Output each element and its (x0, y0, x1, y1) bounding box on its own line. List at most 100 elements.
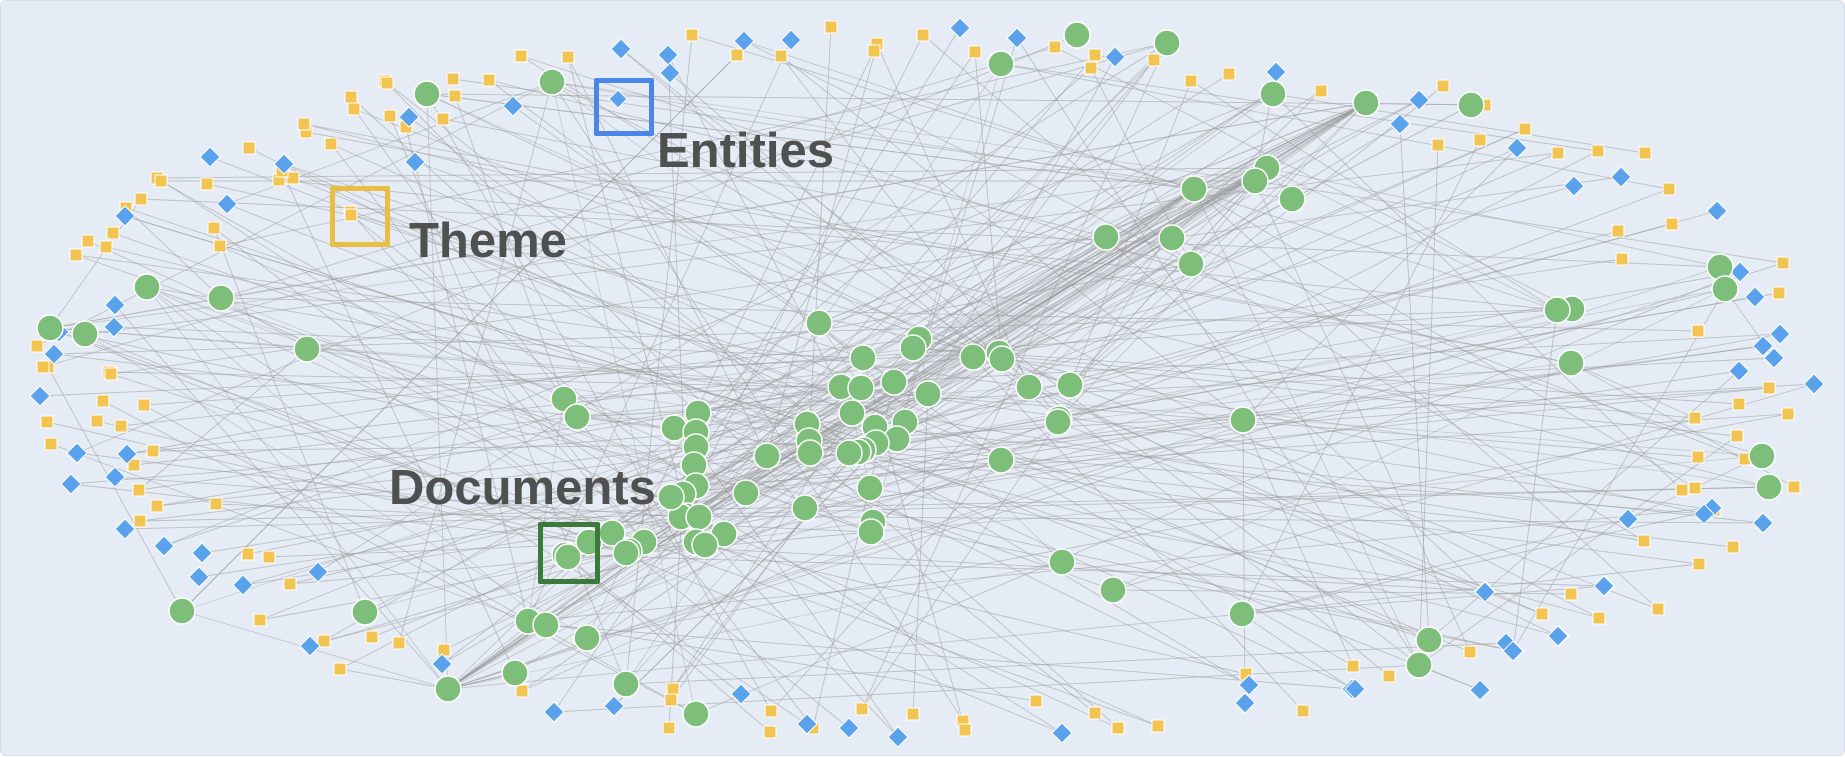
entity-node-icon[interactable] (43, 343, 65, 365)
document-node-icon[interactable] (1241, 167, 1269, 195)
entity-node-icon[interactable] (1344, 678, 1366, 700)
theme-node-icon[interactable] (207, 221, 221, 235)
entity-node-icon[interactable] (1728, 360, 1750, 382)
entity-node-icon[interactable] (1506, 137, 1528, 159)
theme-node-icon[interactable] (437, 643, 451, 657)
entity-node-icon[interactable] (1706, 200, 1728, 222)
theme-node-icon[interactable] (81, 234, 95, 248)
entity-node-icon[interactable] (114, 205, 136, 227)
entity-node-icon[interactable] (199, 146, 221, 168)
entity-node-icon[interactable] (103, 316, 125, 338)
theme-node-icon[interactable] (1463, 645, 1477, 659)
entity-node-icon[interactable] (114, 518, 136, 540)
theme-node-icon[interactable] (150, 499, 164, 513)
document-node-icon[interactable] (835, 439, 863, 467)
entity-node-icon[interactable] (1693, 503, 1715, 525)
entity-node-icon[interactable] (502, 95, 524, 117)
document-node-icon[interactable] (1259, 80, 1287, 108)
entity-node-icon[interactable] (887, 726, 909, 748)
theme-node-icon[interactable] (867, 44, 881, 58)
theme-node-icon[interactable] (1787, 480, 1801, 494)
document-node-icon[interactable] (207, 284, 235, 312)
document-node-icon[interactable] (753, 442, 781, 470)
entity-node-icon[interactable] (153, 535, 175, 557)
theme-node-icon[interactable] (1692, 557, 1706, 571)
document-node-icon[interactable] (1063, 21, 1091, 49)
theme-node-icon[interactable] (906, 707, 920, 721)
entity-node-icon[interactable] (232, 574, 254, 596)
theme-node-icon[interactable] (1592, 611, 1606, 625)
theme-node-icon[interactable] (40, 415, 54, 429)
theme-node-icon[interactable] (1688, 411, 1702, 425)
entity-node-icon[interactable] (1006, 27, 1028, 49)
document-node-icon[interactable] (856, 474, 884, 502)
theme-node-icon[interactable] (262, 550, 276, 564)
theme-node-icon[interactable] (392, 636, 406, 650)
theme-node-icon[interactable] (1222, 67, 1236, 81)
theme-node-icon[interactable] (242, 141, 256, 155)
theme-node-icon[interactable] (1296, 704, 1310, 718)
entity-node-icon[interactable] (1763, 347, 1785, 369)
document-node-icon[interactable] (847, 374, 875, 402)
document-node-icon[interactable] (682, 700, 710, 728)
theme-node-icon[interactable] (253, 613, 267, 627)
theme-node-icon[interactable] (1088, 706, 1102, 720)
theme-node-icon[interactable] (1637, 534, 1651, 548)
document-node-icon[interactable] (1044, 408, 1072, 436)
document-node-icon[interactable] (791, 494, 819, 522)
document-node-icon[interactable] (434, 675, 462, 703)
theme-node-icon[interactable] (137, 398, 151, 412)
document-node-icon[interactable] (563, 403, 591, 431)
theme-node-icon[interactable] (1382, 669, 1396, 683)
theme-node-icon[interactable] (317, 634, 331, 648)
theme-node-icon[interactable] (1518, 122, 1532, 136)
entity-node-icon[interactable] (273, 153, 295, 175)
document-node-icon[interactable] (1158, 224, 1186, 252)
entity-node-icon[interactable] (796, 713, 818, 735)
document-node-icon[interactable] (1543, 296, 1571, 324)
theme-node-icon[interactable] (1473, 133, 1487, 147)
entity-node-icon[interactable] (1563, 175, 1585, 197)
entity-node-icon[interactable] (1469, 679, 1491, 701)
entity-node-icon[interactable] (780, 29, 802, 51)
theme-node-icon[interactable] (154, 174, 168, 188)
document-node-icon[interactable] (732, 479, 760, 507)
entity-node-icon[interactable] (1238, 674, 1260, 696)
document-node-icon[interactable] (880, 368, 908, 396)
theme-node-icon[interactable] (824, 20, 838, 34)
theme-node-icon[interactable] (515, 684, 529, 698)
document-node-icon[interactable] (1177, 250, 1205, 278)
entity-node-icon[interactable] (1104, 46, 1126, 68)
document-node-icon[interactable] (413, 80, 441, 108)
theme-node-icon[interactable] (1730, 429, 1744, 443)
document-node-icon[interactable] (838, 399, 866, 427)
entity-node-icon[interactable] (603, 695, 625, 717)
theme-node-icon[interactable] (764, 704, 778, 718)
theme-node-icon[interactable] (1591, 144, 1605, 158)
theme-node-icon[interactable] (1688, 481, 1702, 495)
document-node-icon[interactable] (1228, 600, 1256, 628)
theme-node-icon[interactable] (446, 72, 460, 86)
theme-node-icon[interactable] (1564, 587, 1578, 601)
entity-node-icon[interactable] (1389, 113, 1411, 135)
entity-node-icon[interactable] (60, 473, 82, 495)
theme-node-icon[interactable] (30, 339, 44, 353)
document-node-icon[interactable] (351, 598, 379, 626)
theme-node-icon[interactable] (1029, 694, 1043, 708)
theme-node-icon[interactable] (44, 437, 58, 451)
entity-node-icon[interactable] (949, 17, 971, 39)
theme-node-icon[interactable] (1048, 40, 1062, 54)
theme-node-icon[interactable] (241, 547, 255, 561)
entity-node-icon[interactable] (610, 38, 632, 60)
theme-node-icon[interactable] (1551, 146, 1565, 160)
theme-node-icon[interactable] (1638, 146, 1652, 160)
entity-node-icon[interactable] (733, 30, 755, 52)
entity-node-icon[interactable] (404, 151, 426, 173)
theme-node-icon[interactable] (1611, 224, 1625, 238)
entity-node-icon[interactable] (1610, 166, 1632, 188)
document-node-icon[interactable] (1352, 89, 1380, 117)
entity-node-icon[interactable] (1051, 722, 1073, 744)
entity-node-icon[interactable] (1265, 61, 1287, 83)
document-node-icon[interactable] (691, 531, 719, 559)
